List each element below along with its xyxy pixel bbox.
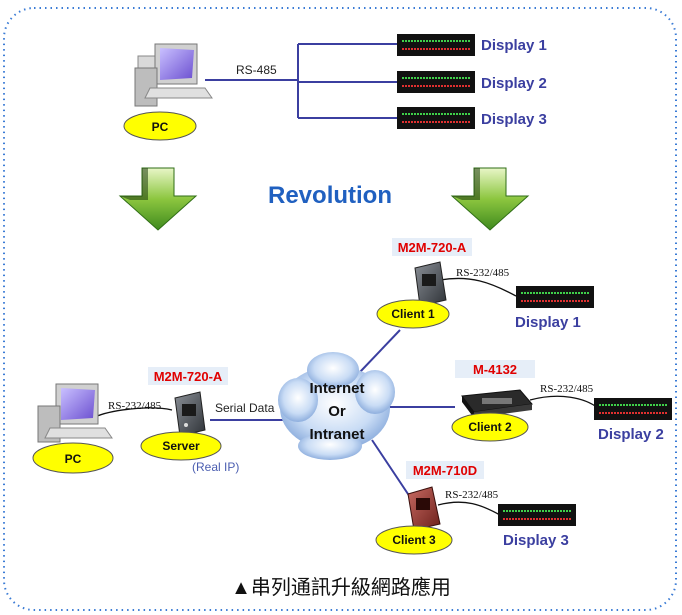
bottom-pc [37, 383, 113, 443]
client2-led-display [594, 398, 672, 420]
client3-link: RS-232/485 [445, 489, 499, 501]
client2-oval [451, 412, 529, 442]
client3-label: Client 3 [392, 533, 436, 547]
cloud-line-3: Intranet [309, 426, 364, 443]
top-pc [134, 43, 213, 107]
bottom-pc-oval [32, 442, 114, 474]
top-pc-label: PC [152, 120, 169, 134]
client2-model-tag [455, 360, 535, 378]
client3-oval [375, 525, 453, 555]
cloud-line-2: Or [328, 403, 346, 420]
led-display-top-2 [397, 71, 475, 93]
server-model: M2M-720-A [154, 369, 223, 384]
client1-display: Display 1 [515, 314, 581, 331]
client2-model: M-4132 [473, 362, 517, 377]
client3-led-display [498, 504, 576, 526]
client1-label: Client 1 [391, 307, 435, 321]
server-oval [140, 431, 222, 461]
led-display-top-1 [397, 34, 475, 56]
top-display-3-label: Display 3 [481, 111, 547, 128]
client3-model-tag [406, 461, 484, 479]
server-model-tag [148, 367, 228, 385]
client3-model: M2M-710D [413, 463, 477, 478]
client1-device [414, 261, 447, 307]
client2-link: RS-232/485 [540, 383, 594, 395]
server-link-label: RS-232/485 [108, 400, 162, 412]
client1-model-tag [392, 238, 472, 256]
rs485-label: RS-485 [236, 63, 277, 77]
client3-display: Display 3 [503, 532, 569, 549]
client1-link: RS-232/485 [456, 267, 510, 279]
down-arrow-right [450, 167, 530, 231]
revolution-title: Revolution [268, 182, 392, 209]
cloud-line-1: Internet [309, 380, 364, 397]
figure-caption: ▲串列通訊升級網路應用 [231, 575, 451, 599]
real-ip-label: (Real IP) [192, 460, 239, 474]
diagram-border [3, 7, 677, 611]
client2-display: Display 2 [598, 426, 664, 443]
down-arrow-left [118, 167, 198, 231]
top-display-2-label: Display 2 [481, 75, 547, 92]
client1-model: M2M-720-A [398, 240, 467, 255]
client1-led-display [516, 286, 594, 308]
client2-label: Client 2 [468, 420, 512, 434]
server-device [174, 391, 206, 437]
rs485-bus [205, 43, 397, 119]
serial-data-label: Serial Data [215, 401, 275, 415]
bottom-pc-label: PC [65, 452, 82, 466]
server-label: Server [162, 439, 200, 453]
network-links [210, 329, 455, 501]
client1-oval [376, 299, 450, 329]
top-display-1-label: Display 1 [481, 37, 547, 54]
led-display-top-3 [397, 107, 475, 129]
top-pc-oval [123, 111, 197, 141]
client3-device [407, 486, 441, 531]
internet-cloud [278, 352, 395, 460]
